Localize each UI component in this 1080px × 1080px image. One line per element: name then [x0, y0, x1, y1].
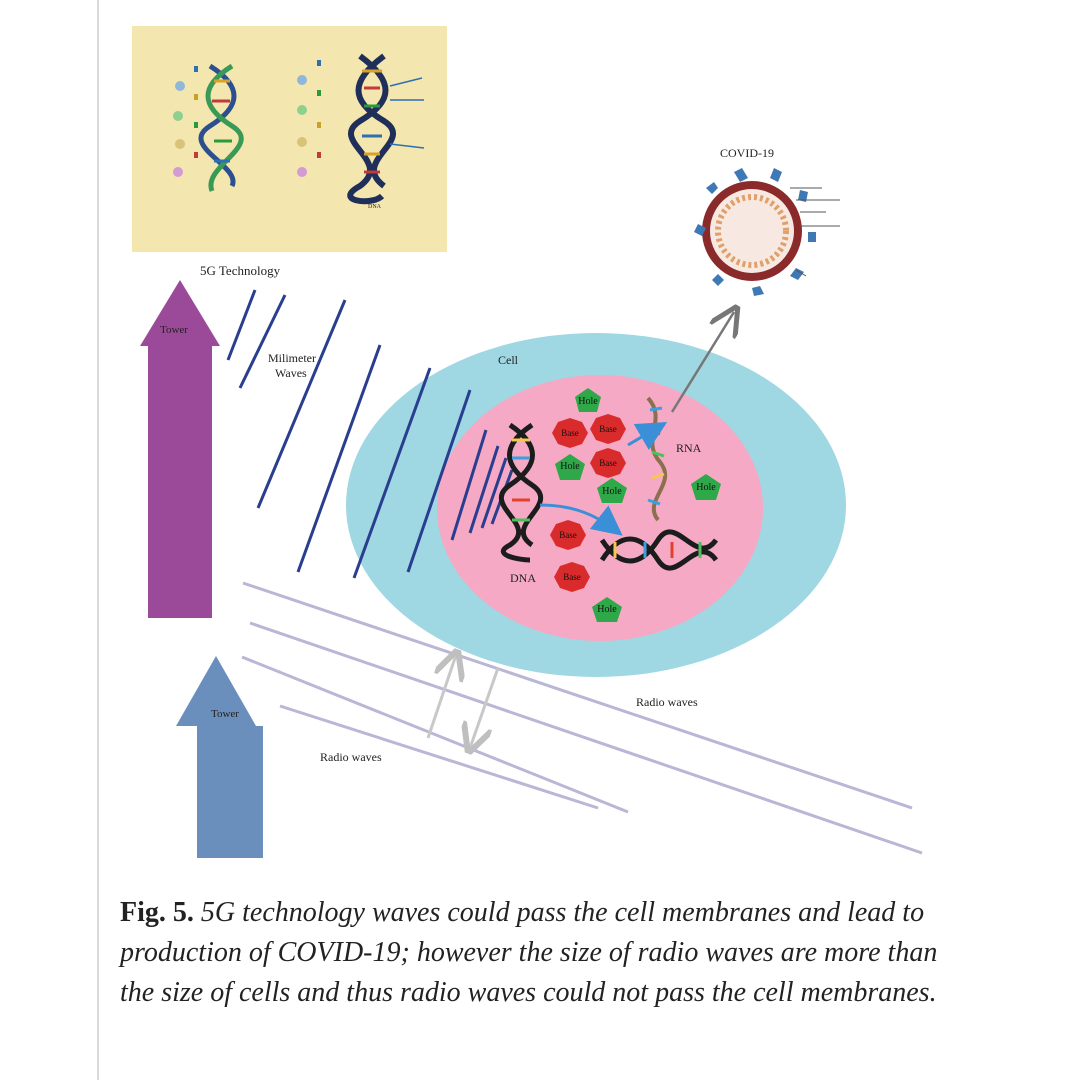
- dna-structure-inset: DNA: [132, 26, 447, 252]
- radio-waves: [241, 581, 923, 855]
- main-diagram: Hole Hole Hole Hole Hole Base Base Base …: [140, 146, 923, 858]
- label-covid-19: COVID-19: [720, 146, 774, 160]
- base-molecule-3: Base: [590, 448, 626, 478]
- cell-nucleus: [437, 375, 763, 641]
- inset-helix-one: [198, 63, 244, 192]
- inset-molecule-column-left: [173, 66, 198, 177]
- nucleus-dna-vertical: [499, 422, 543, 563]
- label-tower-top: Tower: [160, 324, 188, 336]
- figure-caption: Fig. 5. 5G technology waves could pass t…: [120, 893, 960, 1013]
- hole-molecule-2: Hole: [555, 454, 585, 480]
- label-cell: Cell: [498, 353, 519, 367]
- svg-text:Hole: Hole: [560, 461, 580, 472]
- tower-5g-arrow: [140, 280, 220, 618]
- label-dna: DNA: [510, 571, 536, 585]
- tower-radio-arrow: [176, 656, 263, 858]
- radio-wave-arrow-up: [426, 655, 456, 739]
- svg-text:Hole: Hole: [696, 482, 716, 493]
- inset-dna-label: DNA: [368, 204, 382, 210]
- base-molecule-5: Base: [554, 562, 590, 592]
- label-radio-waves-left: Radio waves: [320, 750, 382, 764]
- label-rna: RNA: [676, 441, 702, 455]
- inset-illustration: DNA: [173, 53, 425, 210]
- svg-text:Hole: Hole: [578, 396, 598, 407]
- hole-molecule-1: Hole: [575, 388, 601, 412]
- nucleus-rna-strand: [646, 396, 668, 522]
- label-tower-bottom: Tower: [211, 708, 239, 720]
- radio-wave-arrow-down: [470, 667, 500, 748]
- base-molecule-2: Base: [590, 414, 626, 444]
- svg-text:Base: Base: [559, 530, 577, 540]
- label-5g-technology: 5G Technology: [200, 263, 281, 278]
- nucleus-dna-horizontal: [599, 529, 719, 571]
- label-radio-waves-right: Radio waves: [636, 695, 698, 709]
- caption-text: 5G technology waves could pass the cell …: [120, 897, 938, 1008]
- virus-production-arrow: [670, 312, 734, 413]
- hole-molecule-3: Hole: [597, 478, 627, 503]
- inset-molecule-column-middle: [297, 60, 321, 177]
- svg-text:Base: Base: [561, 428, 579, 438]
- hole-molecule-4: Hole: [691, 474, 721, 500]
- transcription-arrow-rna: [627, 421, 668, 451]
- label-mm-waves-line2: Waves: [275, 366, 307, 380]
- label-mm-waves-line1: Milimeter: [268, 351, 316, 365]
- base-molecule-4: Base: [550, 520, 586, 550]
- svg-text:Base: Base: [599, 424, 617, 434]
- transcription-arrow-dna: [539, 503, 623, 536]
- svg-text:Base: Base: [563, 572, 581, 582]
- svg-text:Base: Base: [599, 458, 617, 468]
- millimeter-waves: [226, 289, 514, 579]
- page-margin-rule: [97, 0, 99, 1080]
- svg-text:Hole: Hole: [602, 486, 622, 497]
- inset-helix-two: [347, 53, 425, 205]
- hole-molecule-5: Hole: [592, 597, 622, 622]
- svg-text:Hole: Hole: [597, 604, 617, 615]
- caption-figure-number: Fig. 5.: [120, 897, 194, 928]
- covid-virus: [694, 168, 840, 296]
- base-molecule-1: Base: [552, 418, 588, 448]
